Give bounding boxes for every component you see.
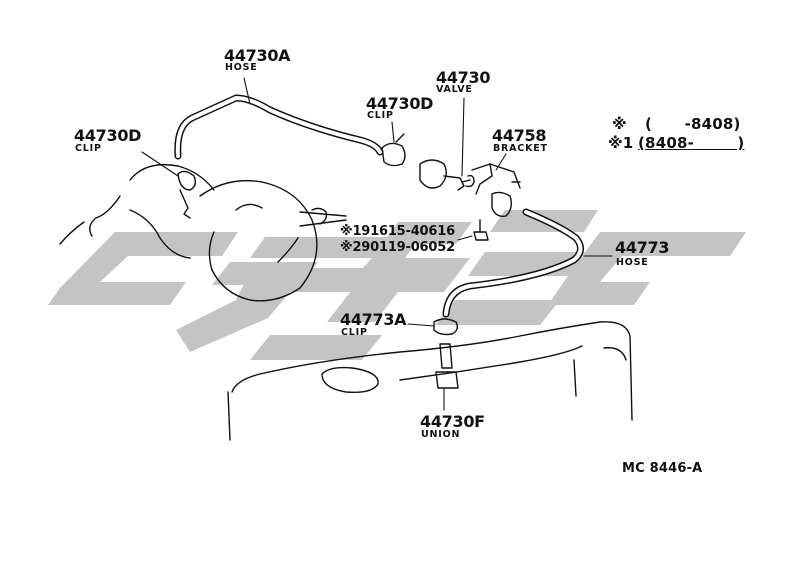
part-number-44730D-right: 44730D xyxy=(366,94,434,113)
hose-44773 xyxy=(442,208,584,318)
part-number-44730F: 44730F xyxy=(420,412,485,431)
legend-mark-2: ※1 xyxy=(608,134,634,152)
fuel-tank-drawing xyxy=(227,321,633,441)
part-number-44730: 44730 xyxy=(436,68,491,87)
clip-44730D-valve-side xyxy=(381,133,406,167)
diagram-code: MC 8446-A xyxy=(622,461,703,476)
part-name-clip-left: CLIP xyxy=(75,143,102,154)
legend-mark-1: ※ xyxy=(612,115,627,133)
part-number-44758: 44758 xyxy=(492,126,547,145)
bolt-ref-2: ※290119-06052 xyxy=(340,240,455,255)
part-number-44773A: 44773A xyxy=(340,310,407,329)
part-name-clip-lower: CLIP xyxy=(341,327,368,338)
bracket-44758 xyxy=(471,163,521,218)
bolt-ref-1: ※191615-40616 xyxy=(340,224,455,239)
clip-44773A xyxy=(433,318,459,336)
union-44730F xyxy=(435,343,459,389)
part-name-clip-right: CLIP xyxy=(367,110,394,121)
part-name-hose: HOSE xyxy=(225,62,258,73)
legend-text-1: ( -8408) xyxy=(645,115,741,133)
part-number-44730D-left: 44730D xyxy=(74,126,142,145)
bolt xyxy=(473,219,489,241)
part-name-valve: VALVE xyxy=(436,84,473,95)
part-number-44730A: 44730A xyxy=(224,46,291,65)
hose-44730A xyxy=(174,94,384,160)
leader-lines xyxy=(141,77,613,411)
legend-text-2: (8408- ) xyxy=(638,134,745,152)
part-number-44773: 44773 xyxy=(615,238,670,257)
engine-drawing xyxy=(59,163,347,302)
line-art xyxy=(59,77,633,441)
part-name-hose-lower: HOSE xyxy=(616,257,649,268)
part-name-union: UNION xyxy=(421,429,461,440)
part-name-bracket: BRACKET xyxy=(493,143,548,154)
valve-44730 xyxy=(419,159,475,191)
